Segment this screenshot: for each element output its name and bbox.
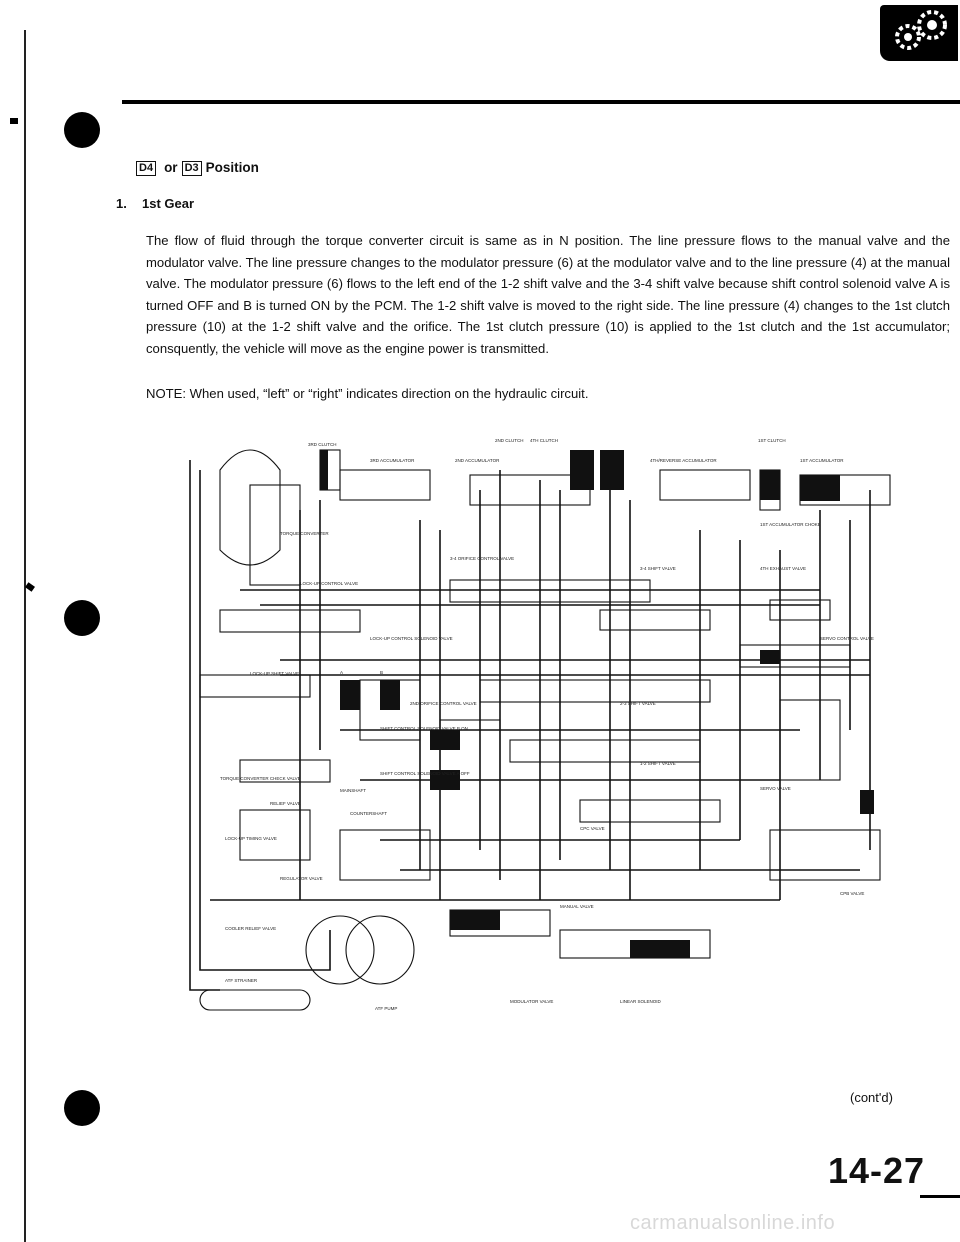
diagram-label: ATF STRAINER xyxy=(225,978,258,983)
body-paragraph: The flow of fluid through the torque con… xyxy=(146,233,950,356)
header-rule xyxy=(122,100,960,104)
diagram-label: 4TH/REVERSE ACCUMULATOR xyxy=(650,458,717,463)
subsection-title: 1st Gear xyxy=(142,196,195,211)
diagram-label: 2ND ACCUMULATOR xyxy=(455,458,500,463)
diagram-label: LOCK-UP SHIFT VALVE xyxy=(250,671,299,676)
binder-margin-line xyxy=(24,30,26,1242)
diagram-label: 3RD ACCUMULATOR xyxy=(370,458,415,463)
diagram-label: 1-2 SHIFT VALVE xyxy=(640,761,676,766)
diagram-label: 2ND CLUTCH xyxy=(495,438,524,443)
diagram-label: 3-4 SHIFT VALVE xyxy=(640,566,676,571)
diagram-label: MAINSHAFT xyxy=(340,788,366,793)
page-number: 14-27 xyxy=(828,1150,926,1191)
diagram-label: MANUAL VALVE xyxy=(560,904,594,909)
note-text: NOTE: When used, “left” or “right” indic… xyxy=(146,386,589,401)
hydraulic-circuit-diagram: 3RD CLUTCH 2ND CLUTCH 4TH CLUTCH 1ST CLU… xyxy=(180,430,900,1030)
diagram-label: SERVO CONTROL VALVE xyxy=(820,636,874,641)
continued-label: (cont'd) xyxy=(850,1090,893,1105)
diagram-label: CPC VALVE xyxy=(580,826,605,831)
diagram-label: ATF PUMP xyxy=(375,1006,397,1011)
diagram-label: LOCK-UP TIMING VALVE xyxy=(225,836,277,841)
diagram-label: 2-3 SHIFT VALVE xyxy=(620,701,656,706)
diagram-label: TORQUE CONVERTER xyxy=(280,531,329,536)
subsection-number: 1. xyxy=(116,196,127,211)
diagram-label: 1ST ACCUMULATOR CHOKE xyxy=(760,522,821,527)
diagram-label: CPB VALVE xyxy=(840,891,864,896)
diagram-label: 1ST CLUTCH xyxy=(758,438,786,443)
diagram-label: B xyxy=(380,670,383,675)
diagram-label: 4TH EXHAUST VALVE xyxy=(760,566,806,571)
diagram-label: MODULATOR VALVE xyxy=(510,999,553,1004)
diagram-label: SHIFT CONTROL SOLENOID VALVE B ON xyxy=(380,726,468,731)
heading-text: Position xyxy=(205,160,259,175)
diagram-label: REGULATOR VALVE xyxy=(280,876,323,881)
diagram-label: COUNTERSHAFT xyxy=(350,811,387,816)
diagram-label: RELIEF VALVE xyxy=(270,801,301,806)
binder-hole-2 xyxy=(64,600,100,636)
margin-tick xyxy=(25,582,35,592)
diagram-label: SERVO VALVE xyxy=(760,786,791,791)
watermark: carmanualsonline.info xyxy=(630,1212,836,1234)
binder-hole-1 xyxy=(64,112,100,148)
heading-or: or xyxy=(164,160,178,175)
diagram-label: A xyxy=(340,670,343,675)
diagram-label: SHIFT CONTROL SOLENOID VALVE A OFF xyxy=(380,771,470,776)
diagram-label: TORQUE CONVERTER CHECK VALVE xyxy=(220,776,301,781)
binder-hole-3 xyxy=(64,1090,100,1126)
transmission-logo-icon xyxy=(880,5,958,61)
diagram-label: 1ST ACCUMULATOR xyxy=(800,458,844,463)
diagram-label: 4TH CLUTCH xyxy=(530,438,558,443)
d4-position-icon: D4 xyxy=(136,161,157,176)
diagram-label: LOCK-UP CONTROL SOLENOID VALVE xyxy=(370,636,453,641)
d3-position-icon: D3 xyxy=(181,161,202,176)
diagram-label: 3-4 ORIFICE CONTROL VALVE xyxy=(450,556,514,561)
diagram-label: 3RD CLUTCH xyxy=(308,442,337,447)
diagram-label: 2ND ORIFICE CONTROL VALVE xyxy=(410,701,477,706)
diagram-label: LOCK-UP CONTROL VALVE xyxy=(300,581,358,586)
diagram-label: COOLER RELIEF VALVE xyxy=(225,926,276,931)
footer-rule xyxy=(920,1195,960,1198)
margin-tick xyxy=(10,118,18,124)
subsection-heading: 1. 1st Gear xyxy=(116,196,194,211)
diagram-label: LINEAR SOLENOID xyxy=(620,999,662,1004)
